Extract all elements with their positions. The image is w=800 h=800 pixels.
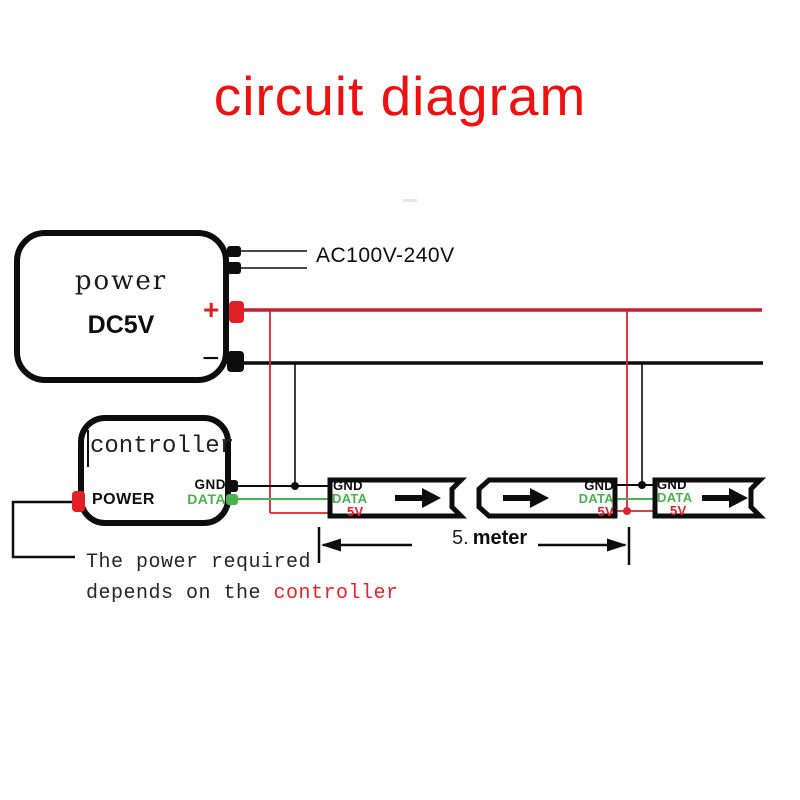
strip3-gnd-label: GND <box>657 477 687 492</box>
power-box-label: power <box>74 266 168 296</box>
note-line2-prefix: depends on the <box>86 582 274 605</box>
strip2-gnd-label: GND <box>584 478 614 493</box>
power-supply-box <box>14 230 229 383</box>
controller-box <box>78 415 231 526</box>
ac-terminal-2 <box>227 262 241 274</box>
junction-dot-red <box>623 507 631 515</box>
ac-terminal-1 <box>227 246 241 257</box>
ac-input-label: AC100V-240V <box>316 244 455 267</box>
note-line-1: The power required <box>86 551 312 574</box>
left-arrowhead-icon <box>321 538 341 552</box>
dimension-value: 5. <box>452 527 469 549</box>
right-arrow-icon <box>503 488 549 508</box>
strip2-5v-label: 5V <box>597 504 614 519</box>
controller-power-terminal <box>72 491 85 512</box>
controller-data-pin-label: DATA <box>187 491 226 507</box>
dc-negative-terminal <box>227 351 244 372</box>
dimension-arrow <box>317 527 631 565</box>
controller-data-terminal <box>226 494 238 505</box>
dimension-unit: meter <box>472 527 528 549</box>
junction-dot <box>291 482 299 490</box>
strip2-data-label: DATA <box>578 491 614 506</box>
strip1-data-label: DATA <box>332 491 368 506</box>
right-arrow-icon <box>702 488 748 508</box>
controller-gnd-pin-label: GND <box>194 477 226 492</box>
junction-dot <box>638 481 646 489</box>
note-line-2: depends on the controller <box>86 582 399 605</box>
strip3-5v-label: 5V <box>670 503 687 518</box>
right-arrowhead-icon <box>607 538 627 552</box>
strip1-5v-label: 5V <box>347 504 364 519</box>
dc-positive-terminal <box>229 301 244 323</box>
page-title: circuit diagram <box>213 65 587 127</box>
plus-sign: + <box>203 294 220 325</box>
right-arrow-icon <box>395 488 441 508</box>
controller-power-wire <box>11 500 84 559</box>
strip1-gnd-label: GND <box>333 478 363 493</box>
controller-power-pin-label: POWER <box>92 491 155 508</box>
text-cursor <box>87 430 89 467</box>
power-voltage-label: DC5V <box>87 311 155 339</box>
controller-box-label: controller <box>90 433 235 460</box>
note-controller-highlight: controller <box>273 582 399 605</box>
dimension-label: 5.meter <box>452 527 527 550</box>
minus-sign: − <box>202 342 220 375</box>
controller-gnd-terminal <box>226 480 238 492</box>
watermark-artifact <box>403 199 417 202</box>
strip3-data-label: DATA <box>657 490 693 505</box>
